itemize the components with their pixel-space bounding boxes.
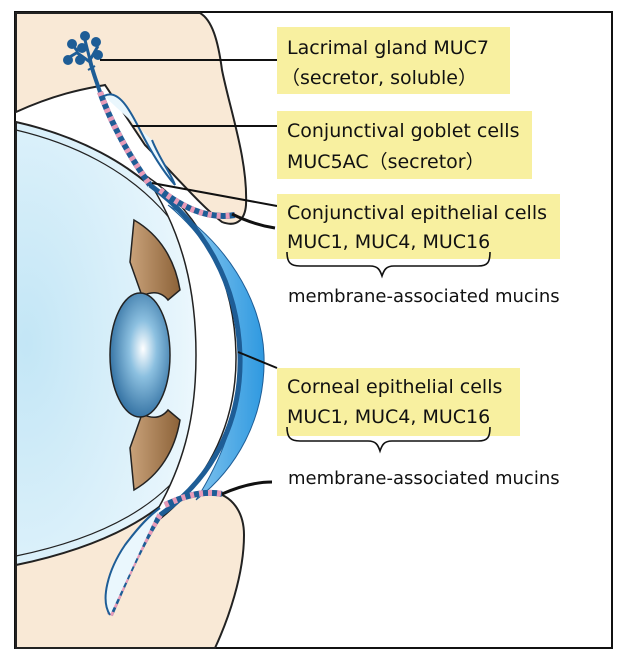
conj-epi-line2: MUC1, MUC4, MUC16 — [287, 231, 490, 253]
lower-eyelash — [221, 480, 273, 496]
goblet-pocket-upper — [103, 93, 176, 186]
brace-upper — [286, 251, 491, 279]
brace-lower — [286, 426, 491, 454]
corneal-epi-line1: Corneal epithelial cells — [287, 376, 502, 398]
label-box-lacrimal — [277, 27, 510, 94]
label-box-corneal-epi — [277, 368, 520, 436]
pointer-conj-epi — [151, 182, 278, 207]
goblet-line2: MUC5AC（secretor） — [287, 151, 485, 173]
corneal-epithelium — [148, 182, 243, 518]
upper-lid-margin-pink — [158, 187, 236, 219]
label-box-conj-epi — [277, 194, 560, 259]
brace-lower-label: membrane-associated mucins — [288, 468, 560, 489]
iris-lower — [129, 408, 181, 492]
conj-epithelium-upper-pink — [97, 90, 153, 187]
brace-upper-label: membrane-associated mucins — [288, 286, 560, 307]
corneal-epi-line2: MUC1, MUC4, MUC16 — [287, 406, 490, 428]
goblet-pocket-lower — [104, 507, 161, 616]
pointer-corneal-epi — [237, 351, 278, 369]
goblet-line1: Conjunctival goblet cells — [287, 120, 519, 142]
lens — [109, 292, 171, 418]
conj-epi-line1: Conjunctival epithelial cells — [287, 202, 547, 224]
lower-lid-margin-pink — [163, 490, 223, 508]
lacrimal-line1: Lacrimal gland MUC7 — [287, 37, 489, 59]
lacrimal-gland-icon — [63, 31, 103, 93]
label-box-goblet — [277, 111, 532, 179]
lacrimal-line2: （secretor, soluble） — [281, 67, 477, 89]
upper-eyelash — [231, 212, 276, 230]
